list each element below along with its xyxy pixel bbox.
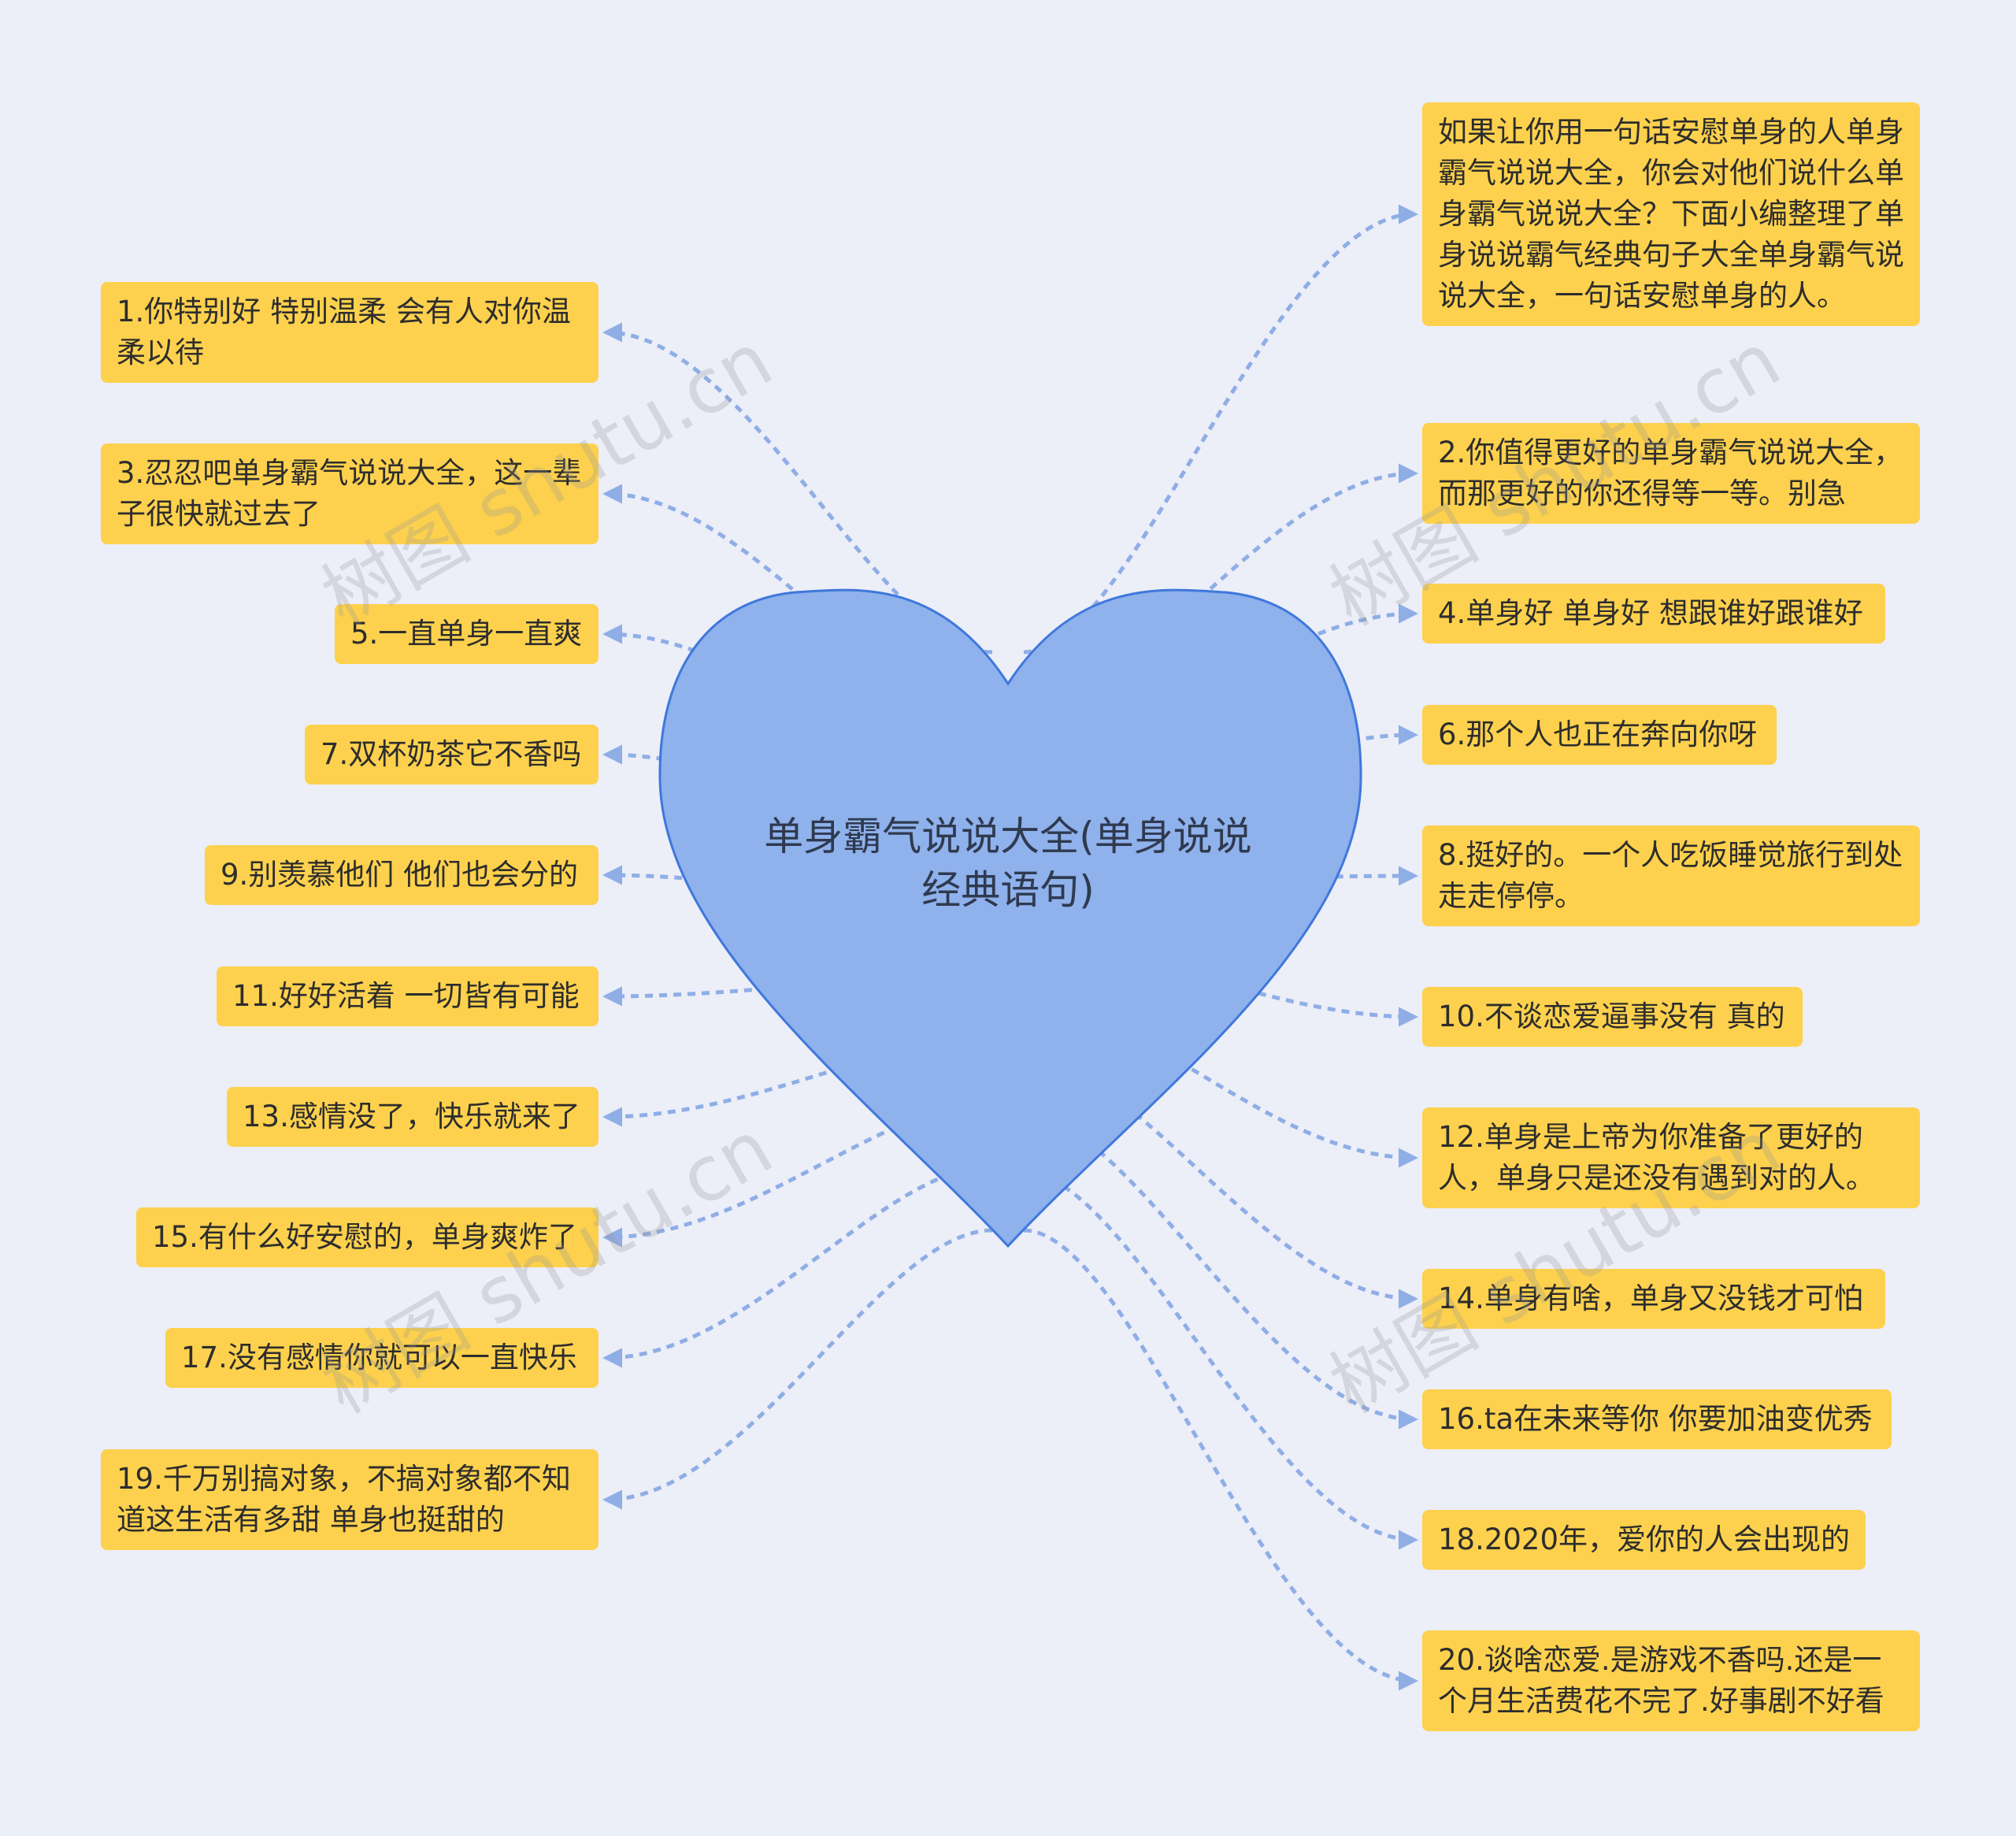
branch-node-left-3[interactable]: 3.忍忍吧单身霸气说说大全，这一辈子很快就过去了 <box>101 443 598 544</box>
branch-node-right-12[interactable]: 12.单身是上帝为你准备了更好的人，单身只是还没有遇到对的人。 <box>1422 1107 1920 1208</box>
branch-node-left-1[interactable]: 1.你特别好 特别温柔 会有人对你温柔以待 <box>101 282 598 383</box>
branch-node-left-7[interactable]: 7.双杯奶茶它不香吗 <box>305 725 598 784</box>
connector-R10 <box>1023 1228 1418 1691</box>
branch-node-left-15[interactable]: 15.有什么好安慰的，单身爽炸了 <box>136 1207 598 1267</box>
branch-node-right-14[interactable]: 14.单身有啥，单身又没钱才可怕 <box>1422 1269 1885 1329</box>
connector-R8 <box>1023 1112 1418 1430</box>
branch-node-right-18[interactable]: 18.2020年，爱你的人会出现的 <box>1422 1510 1866 1570</box>
branch-node-right-10[interactable]: 10.不谈恋爱逼事没有 真的 <box>1422 987 1803 1047</box>
connector-R1 <box>1023 463 1418 712</box>
branch-node-left-9[interactable]: 9.别羡慕他们 他们也会分的 <box>205 845 598 905</box>
branch-node-left-11[interactable]: 11.好好活着 一切皆有可能 <box>217 966 598 1026</box>
branch-node-right-20[interactable]: 20.谈啥恋爱.是游戏不香吗.还是一个月生活费花不完了.好事剧不好看 <box>1422 1630 1920 1731</box>
branch-node-left-17[interactable]: 17.没有感情你就可以一直快乐 <box>165 1328 598 1388</box>
branch-node-left-5[interactable]: 5.一直单身一直爽 <box>335 604 598 664</box>
connector-L0 <box>602 322 993 655</box>
connector-L8 <box>602 1163 993 1368</box>
branch-node-right-6[interactable]: 6.那个人也正在奔向你呀 <box>1422 705 1777 765</box>
center-heart-shape[interactable] <box>658 588 1362 1248</box>
center-topic-label[interactable]: 单身霸气说说大全(单身说说经典语句) <box>764 814 1252 913</box>
branch-node-left-19[interactable]: 19.千万别搞对象，不搞对象都不知道这生活有多甜 单身也挺甜的 <box>101 1449 598 1550</box>
branch-node-left-13[interactable]: 13.感情没了，快乐就来了 <box>227 1087 598 1147</box>
branch-node-right-8[interactable]: 8.挺好的。一个人吃饭睡觉旅行到处走走停停。 <box>1422 825 1920 926</box>
connector-R0 <box>1023 204 1418 655</box>
connector-R9 <box>1023 1170 1418 1550</box>
connector-L9 <box>602 1228 993 1510</box>
branch-node-right-2[interactable]: 2.你值得更好的单身霸气说说大全，而那更好的你还得等一等。别急 <box>1422 423 1920 524</box>
branch-node-right-4[interactable]: 4.单身好 单身好 想跟谁好跟谁好 <box>1422 584 1885 644</box>
branch-node-right-intro[interactable]: 如果让你用一句话安慰单身的人单身霸气说说大全，你会对他们说什么单身霸气说说大全？… <box>1422 102 1920 326</box>
branch-node-right-16[interactable]: 16.ta在未来等你 你要加油变优秀 <box>1422 1389 1892 1449</box>
